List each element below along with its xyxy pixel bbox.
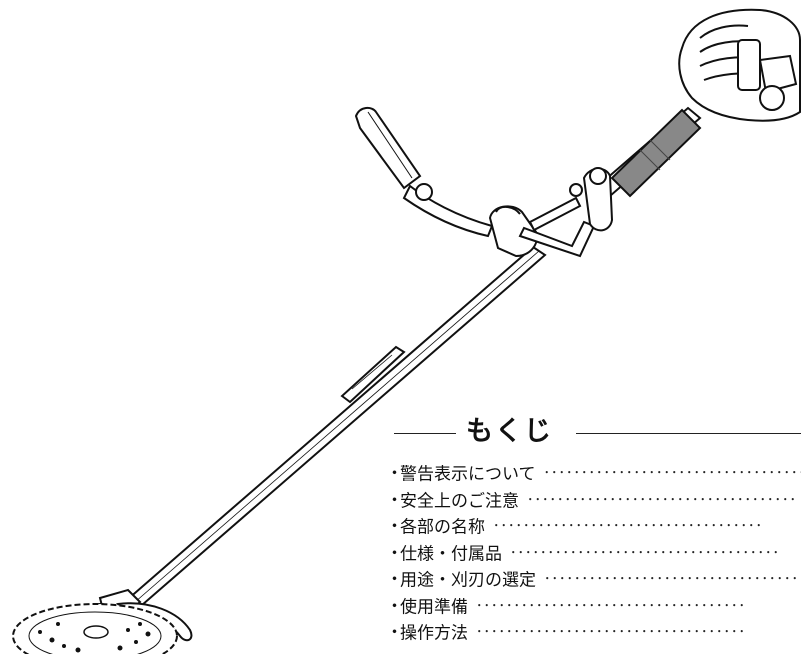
- toc-item[interactable]: ・各部の名称 ･･････････････････････････････････…: [386, 514, 801, 541]
- toc-item-label: 警告表示について: [400, 464, 536, 485]
- saw-blade: [12, 603, 178, 654]
- title-rule-left: [394, 433, 456, 434]
- toc-item-label: 使用準備: [400, 596, 468, 617]
- toc-item[interactable]: ・使用準備 ･･･････････････････････････････････…: [386, 594, 801, 621]
- title-rule-right: [576, 433, 801, 434]
- dot-leader: ････････････････････････････････････: [476, 625, 746, 640]
- engine: [678, 8, 801, 122]
- toc-item[interactable]: ・用途・刈刃の選定 ･･･････････････････････････････…: [386, 567, 801, 594]
- handlebar: [354, 106, 614, 258]
- toc-item[interactable]: ・仕様・付属品 ･････････････････････････････････…: [386, 541, 801, 568]
- dot-leader: ････････････････････････････････････: [543, 466, 801, 481]
- dot-leader: ････････････････････････････････････: [510, 545, 780, 561]
- dot-leader: ････････････････････････････････････: [476, 598, 746, 614]
- bullet: ・: [386, 596, 403, 617]
- bullet: ・: [386, 543, 403, 564]
- toc-item-label: 用途・刈刃の選定: [400, 570, 536, 591]
- toc-item-label: 操作方法: [400, 623, 468, 644]
- toc-item-label: 仕様・付属品: [400, 543, 502, 564]
- dot-leader: ････････････････････････････････････: [493, 519, 763, 534]
- toc-item-label: 安全上のご注意: [400, 490, 519, 511]
- dot-leader: ････････････････････････････････････: [527, 492, 797, 508]
- bullet: ・: [386, 490, 403, 511]
- toc-title: もくじ: [466, 416, 553, 447]
- rear-grip: [596, 106, 702, 198]
- bullet: ・: [386, 517, 403, 538]
- toc-item-label: 各部の名称: [400, 517, 485, 538]
- toc-item[interactable]: ・警告表示について ･･･････････････････････････････…: [386, 461, 801, 488]
- toc-item[interactable]: ・操作方法 ･･･････････････････････････････････…: [386, 620, 801, 647]
- toc-item[interactable]: ・安全上のご注意 ････････････････････････････････…: [386, 488, 801, 515]
- table-of-contents: もくじ ・警告表示について･･･････････････････････････…: [386, 414, 801, 654]
- toc-list: ・警告表示について･･･････････････････････････････…: [386, 461, 801, 647]
- bullet: ・: [386, 623, 403, 644]
- toc-header: もくじ: [386, 414, 801, 454]
- bullet: ・: [386, 464, 403, 485]
- bullet: ・: [386, 570, 403, 591]
- dot-leader: ････････････････････････････････････: [544, 572, 801, 587]
